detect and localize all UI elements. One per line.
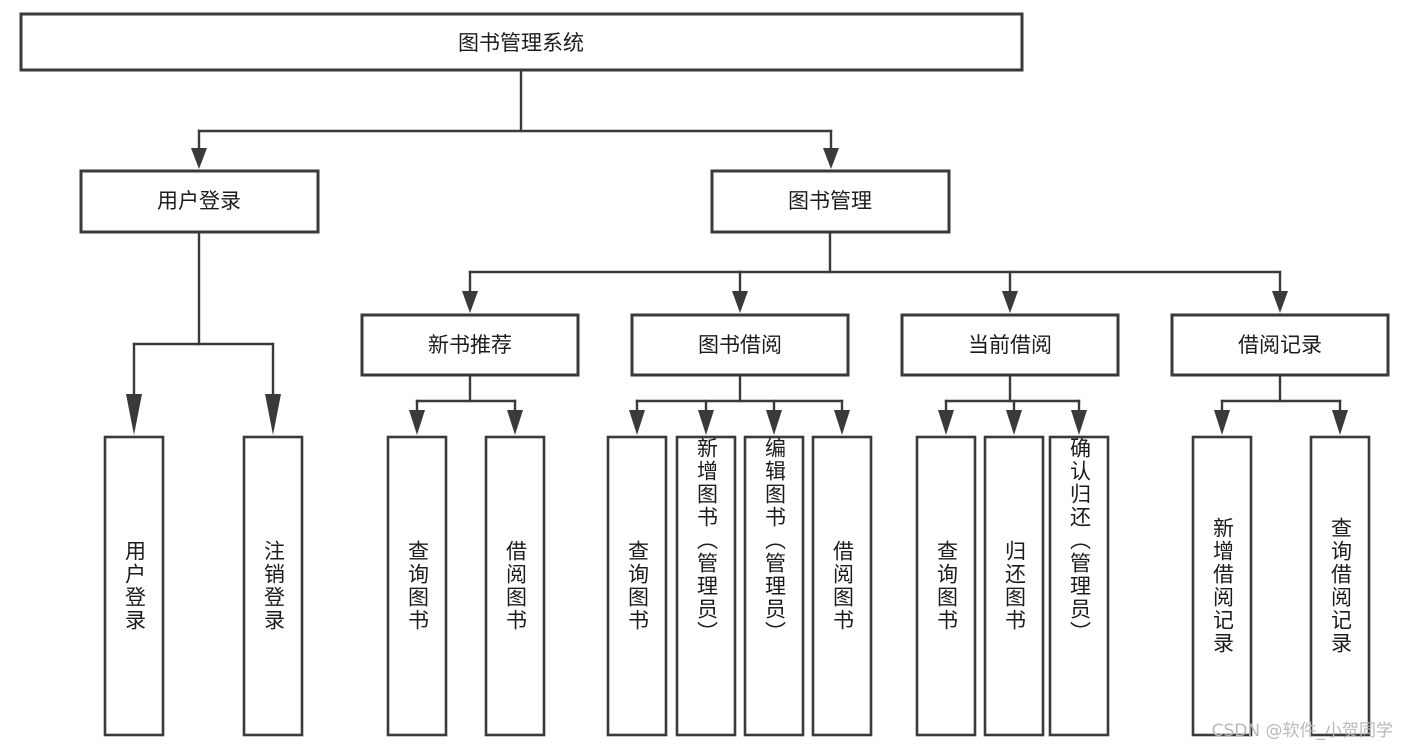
node-root-box bbox=[19, 12, 1024, 72]
node-root-label: 图书管理系统 bbox=[458, 31, 584, 55]
node-borrow-record-label: 借阅记录 bbox=[1238, 333, 1322, 357]
leaf-query-record-box[interactable] bbox=[1309, 435, 1371, 737]
leaf-add-record-box[interactable] bbox=[1191, 435, 1253, 737]
node-new-book-rec-label: 新书推荐 bbox=[428, 333, 512, 357]
leaf-logout-box[interactable] bbox=[242, 435, 304, 737]
connector-userlogin-to-leaves bbox=[126, 230, 281, 435]
arrow-head-icon bbox=[507, 410, 523, 435]
connector-newbook-to-leaves bbox=[409, 373, 523, 435]
node-user-login-label: 用户登录 bbox=[157, 189, 241, 213]
arrow-head-icon bbox=[1071, 410, 1087, 435]
node-current-borrow-label: 当前借阅 bbox=[968, 333, 1052, 357]
node-current-borrow-box bbox=[900, 313, 1120, 377]
node-book-manage[interactable]: 图书管理 bbox=[710, 169, 951, 234]
node-user-login-box bbox=[79, 169, 320, 234]
node-root[interactable]: 图书管理系统 bbox=[19, 12, 1024, 72]
arrow-head-icon bbox=[698, 410, 714, 435]
leaf-edit-book-box[interactable] bbox=[743, 435, 805, 737]
arrow-head-icon bbox=[938, 410, 954, 435]
connector-root-to-level2 bbox=[191, 68, 839, 169]
node-borrow-record-box bbox=[1170, 313, 1390, 377]
arrow-head-icon bbox=[126, 394, 142, 435]
arrow-head-icon bbox=[265, 394, 281, 435]
leaf-confirm-return-box[interactable] bbox=[1048, 435, 1110, 737]
connector-currentborrow-to-leaves bbox=[938, 373, 1087, 435]
arrow-head-icon bbox=[462, 291, 478, 313]
leaf-borrow-book-2-box[interactable] bbox=[811, 435, 873, 737]
arrow-head-icon bbox=[1332, 410, 1348, 435]
node-book-borrow[interactable]: 图书借阅 bbox=[630, 313, 850, 377]
node-new-book-rec[interactable]: 新书推荐 bbox=[360, 313, 580, 377]
node-book-borrow-box bbox=[630, 313, 850, 377]
arrow-head-icon bbox=[1214, 410, 1230, 435]
node-book-manage-label: 图书管理 bbox=[788, 189, 872, 213]
arrow-head-icon bbox=[1272, 291, 1288, 313]
leaf-return-book-box[interactable] bbox=[983, 435, 1045, 737]
node-new-book-rec-box bbox=[360, 313, 580, 377]
node-current-borrow[interactable]: 当前借阅 bbox=[900, 313, 1120, 377]
node-user-login[interactable]: 用户登录 bbox=[79, 169, 320, 234]
arrow-head-icon bbox=[834, 410, 850, 435]
leaf-query-book-3-box[interactable] bbox=[915, 435, 977, 737]
leaf-add-book-box[interactable] bbox=[675, 435, 737, 737]
leaf-user-login-box[interactable] bbox=[103, 435, 165, 737]
arrow-head-icon bbox=[1006, 410, 1022, 435]
node-book-borrow-label: 图书借阅 bbox=[698, 333, 782, 357]
arrow-head-icon bbox=[191, 148, 207, 169]
leaf-query-book-1-box[interactable] bbox=[386, 435, 448, 737]
connector-bookborrow-to-leaves bbox=[629, 373, 850, 435]
arrow-head-icon bbox=[629, 410, 645, 435]
arrow-head-icon bbox=[823, 148, 839, 169]
connector-bookmanage-to-level3 bbox=[462, 230, 1288, 313]
arrow-head-icon bbox=[409, 410, 425, 435]
node-book-manage-box bbox=[710, 169, 951, 234]
arrow-head-icon bbox=[732, 291, 748, 313]
arrow-head-icon bbox=[766, 410, 782, 435]
leaf-boxes bbox=[103, 435, 1371, 737]
node-borrow-record[interactable]: 借阅记录 bbox=[1170, 313, 1390, 377]
leaf-query-book-2-box[interactable] bbox=[606, 435, 668, 737]
leaf-borrow-book-1-box[interactable] bbox=[484, 435, 546, 737]
arrow-head-icon bbox=[1002, 291, 1018, 313]
connector-borrowrecord-to-leaves bbox=[1214, 373, 1348, 435]
